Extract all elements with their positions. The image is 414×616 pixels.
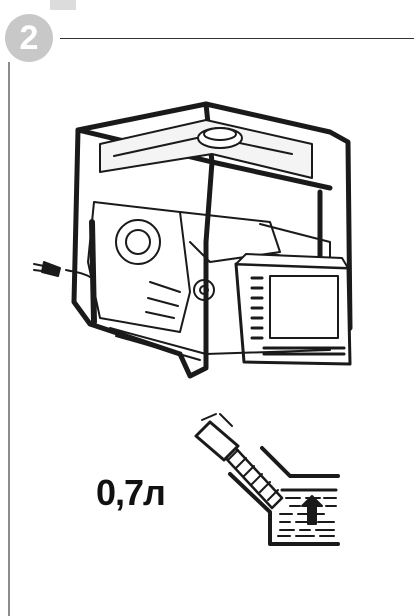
oil-fill-icon: [194, 413, 340, 546]
generator-icon: [33, 101, 353, 379]
step-number-badge: 2: [5, 14, 53, 62]
header-rule: [60, 38, 414, 39]
oil-volume-label: 0,7л: [96, 472, 166, 513]
page-tab-marker: [50, 0, 76, 10]
page-frame-left: [8, 62, 10, 616]
